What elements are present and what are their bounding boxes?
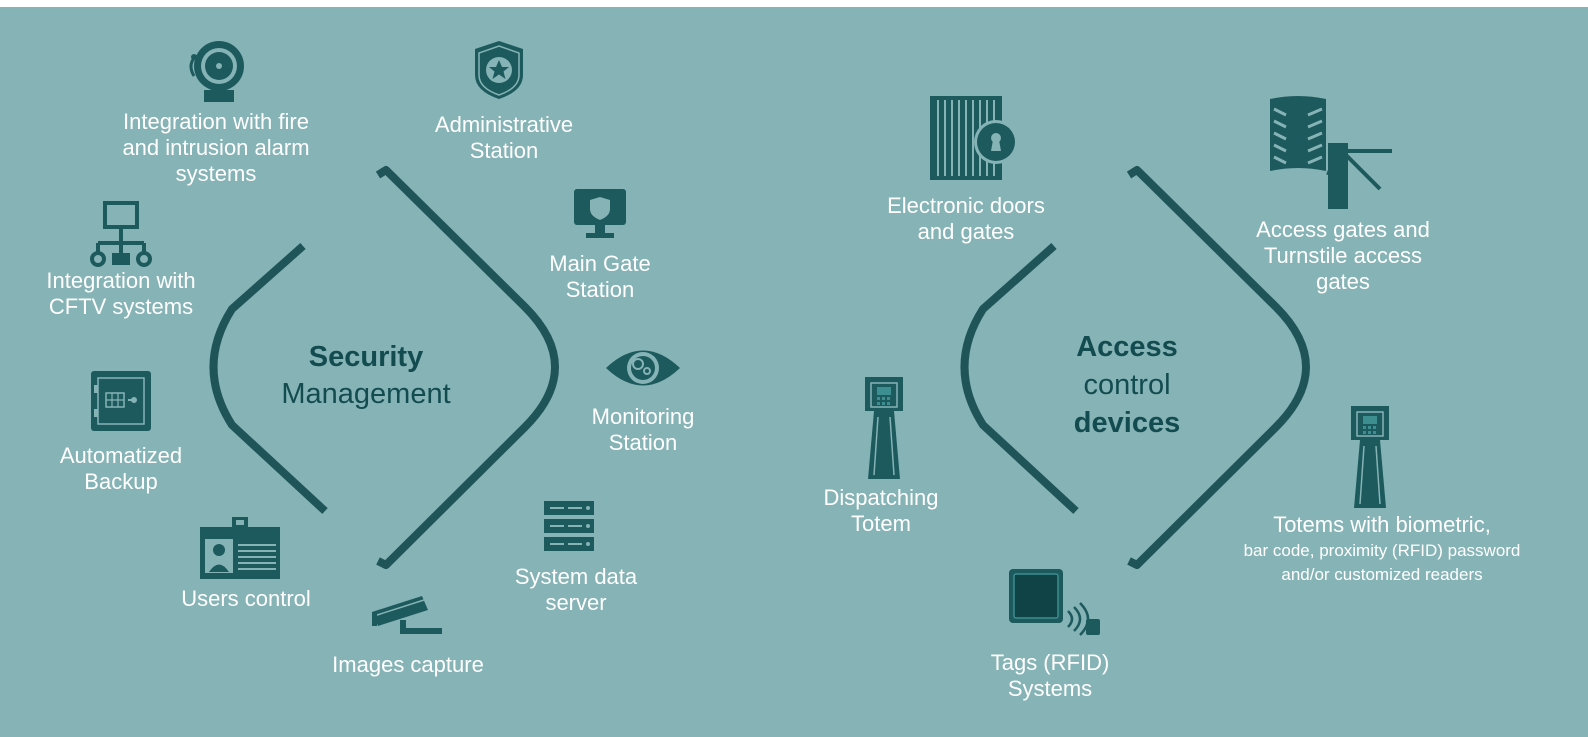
security-left-bracket	[209, 243, 328, 514]
shield-star-icon	[475, 41, 523, 99]
monitor-shield-icon	[574, 189, 626, 238]
access-right-bracket	[1126, 166, 1310, 569]
bracket-lines	[209, 166, 1310, 569]
safe-icon	[91, 371, 151, 431]
server-rack-icon	[544, 501, 594, 551]
access-left-bracket	[960, 243, 1079, 514]
automatized-backup-label: Automatized Backup	[59, 443, 183, 494]
access-control-title: Access control devices	[1073, 331, 1181, 439]
totem-icon	[865, 377, 903, 479]
id-badge-icon	[200, 517, 280, 579]
alarm-bell-icon	[189, 41, 244, 102]
rfid-tag-icon	[1009, 569, 1100, 636]
security-camera-icon	[372, 596, 442, 634]
security-right-bracket	[375, 166, 559, 569]
main-gate-station-label: Main Gate Station	[549, 251, 651, 302]
network-icon	[90, 201, 152, 267]
security-management-title: Security Management	[281, 341, 451, 410]
biometric-totem-icon	[1351, 406, 1389, 508]
electronic-doors-label: Electronic doors and gates	[887, 193, 1045, 244]
monitoring-station-label: Monitoring Station	[591, 404, 695, 455]
biometric-totems-label: Totems with biometric, bar code, proximi…	[1243, 512, 1521, 584]
alarm-integration-label: Integration with fire and intrusion alar…	[122, 109, 310, 186]
turnstile-icon	[1270, 96, 1392, 209]
diagram-canvas: Integration with fire and intrusion alar…	[0, 7, 1588, 737]
rfid-tags-label: Tags (RFID) Systems	[990, 650, 1110, 701]
images-capture-label: Images capture	[332, 652, 484, 677]
administrative-station-label: Administrative Station	[434, 112, 574, 163]
eye-icon	[606, 350, 680, 386]
cftv-integration-label: Integration with CFTV systems	[46, 268, 196, 319]
access-gates-label: Access gates and Turnstile access gates	[1256, 217, 1430, 294]
dispatching-totem-label: Dispatching Totem	[823, 485, 939, 536]
gate-lock-icon	[930, 96, 1018, 180]
system-data-server-label: System data server	[514, 564, 638, 615]
users-control-label: Users control	[181, 586, 311, 611]
